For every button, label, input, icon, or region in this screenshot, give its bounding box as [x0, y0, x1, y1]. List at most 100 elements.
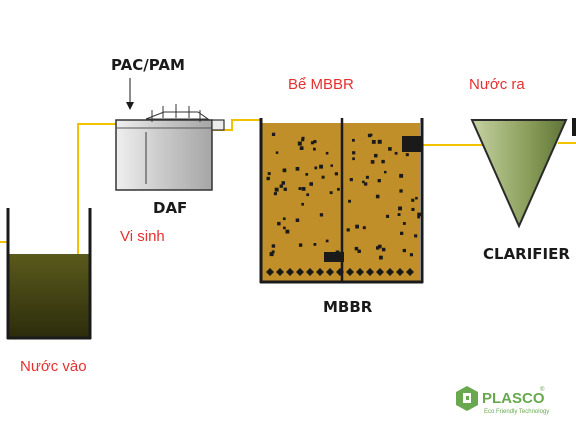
carrier-media-dot: [364, 182, 368, 186]
label-mbbr-tank: Bể MBBR: [288, 76, 354, 93]
carrier-media-dot: [295, 218, 300, 222]
carrier-media-dot: [388, 147, 392, 151]
carrier-media-dot: [274, 187, 279, 192]
aerator-diffuser: [366, 268, 374, 276]
carrier-media-dot: [269, 252, 274, 257]
carrier-media-dot: [282, 168, 287, 173]
carrier-media-dot: [409, 253, 413, 257]
carrier-media-dot: [352, 157, 355, 161]
carrier-media-dot: [282, 217, 286, 221]
mbbr-aerators: [266, 268, 414, 276]
carrier-media-dot: [346, 228, 350, 232]
dosing-arrow: [126, 78, 134, 110]
carrier-media-dot: [321, 175, 325, 179]
aerator-diffuser: [266, 268, 274, 276]
inlet-tank: [6, 208, 92, 340]
aerator-diffuser: [396, 268, 404, 276]
carrier-media-dot: [283, 187, 287, 191]
carrier-media-dot: [411, 207, 415, 211]
aerator-diffuser: [296, 268, 304, 276]
carrier-media-dot: [402, 248, 406, 253]
carrier-media-dot: [362, 180, 365, 184]
carrier-media-dot: [369, 133, 373, 137]
carrier-media-dot: [414, 234, 418, 238]
carrier-media-dot: [381, 159, 385, 164]
carrier-media-dot: [374, 153, 378, 158]
aerator-diffuser: [406, 268, 414, 276]
carrier-media-dot: [334, 172, 338, 176]
carrier-media-dot: [271, 250, 275, 254]
carrier-media-dot: [313, 147, 316, 151]
carrier-media-dot: [283, 226, 286, 230]
aerator-diffuser: [316, 268, 324, 276]
carrier-media-dot: [386, 214, 390, 218]
aerator-diffuser: [276, 268, 284, 276]
carrier-media-dot: [384, 170, 387, 174]
carrier-media-dot: [349, 178, 353, 182]
plasco-logo: PLASCO ® Eco Friendly Technology: [456, 386, 549, 415]
label-water-out: Nước ra: [469, 76, 525, 93]
carrier-media-dot: [285, 229, 290, 234]
carrier-media-dot: [273, 192, 277, 196]
carrier-media-dot: [266, 176, 270, 181]
carrier-media-dot: [377, 179, 381, 183]
carrier-media-dot: [375, 194, 380, 199]
carrier-media-dot: [275, 151, 279, 154]
carrier-media-dot: [362, 226, 366, 230]
label-clarifier: CLARIFIER: [483, 245, 570, 263]
carrier-media-dot: [399, 173, 404, 178]
plasco-registered-mark: ®: [540, 386, 545, 393]
label-pac-pam: PAC/PAM: [111, 56, 185, 74]
carrier-media-dot: [394, 151, 398, 155]
aerator-diffuser: [386, 268, 394, 276]
aerator-diffuser: [286, 268, 294, 276]
carrier-media-dot: [352, 138, 355, 142]
mbbr-outlet-block: [402, 136, 422, 152]
carrier-media-dot: [281, 181, 285, 185]
carrier-media-dot: [376, 246, 380, 250]
carrier-media-dot: [357, 249, 361, 253]
carrier-media-dot: [417, 215, 420, 219]
aerator-diffuser: [376, 268, 384, 276]
carrier-media-dot: [398, 206, 402, 211]
carrier-media-dot: [325, 151, 329, 155]
aerator-diffuser: [346, 268, 354, 276]
aerator-diffuser: [356, 268, 364, 276]
carrier-media-dot: [337, 187, 340, 191]
carrier-media-dot: [301, 136, 305, 140]
carrier-media-dot: [295, 167, 300, 171]
pipe-inlet-to-daf: [77, 123, 116, 254]
carrier-media-dot: [371, 140, 376, 144]
carrier-media-dot: [370, 160, 375, 164]
carrier-media-dot: [313, 243, 317, 246]
carrier-media-dot: [399, 189, 403, 193]
carrier-media-dot: [352, 151, 356, 155]
daf-outlet-box: [211, 119, 225, 131]
carrier-media-dot: [348, 199, 351, 203]
plasco-tagline: Eco Friendly Technology: [484, 409, 549, 415]
carrier-media-dot: [298, 187, 302, 190]
carrier-media-dot: [417, 212, 421, 217]
mbbr-pass-block: [324, 252, 344, 262]
carrier-media-dot: [397, 213, 401, 216]
carrier-media-dot: [277, 221, 281, 226]
carrier-media-dot: [297, 141, 302, 146]
clarifier: [470, 119, 568, 229]
carrier-media-dot: [402, 222, 406, 225]
aerator-diffuser: [306, 268, 314, 276]
carrier-media-dot: [355, 224, 359, 229]
carrier-media-dot: [306, 193, 310, 197]
carrier-media-dot: [378, 244, 382, 249]
label-water-in: Nước vào: [20, 358, 87, 375]
inlet-tank-water: [9, 254, 89, 338]
carrier-media-dot: [415, 196, 418, 200]
carrier-media-dot: [411, 198, 415, 202]
carrier-media-dot: [330, 164, 333, 167]
carrier-media-dot: [314, 166, 318, 170]
label-daf: DAF: [153, 199, 187, 217]
daf-body: [115, 119, 213, 191]
daf-unit: [115, 104, 225, 191]
carrier-media-dot: [298, 243, 303, 247]
carrier-media-dot: [313, 140, 317, 144]
